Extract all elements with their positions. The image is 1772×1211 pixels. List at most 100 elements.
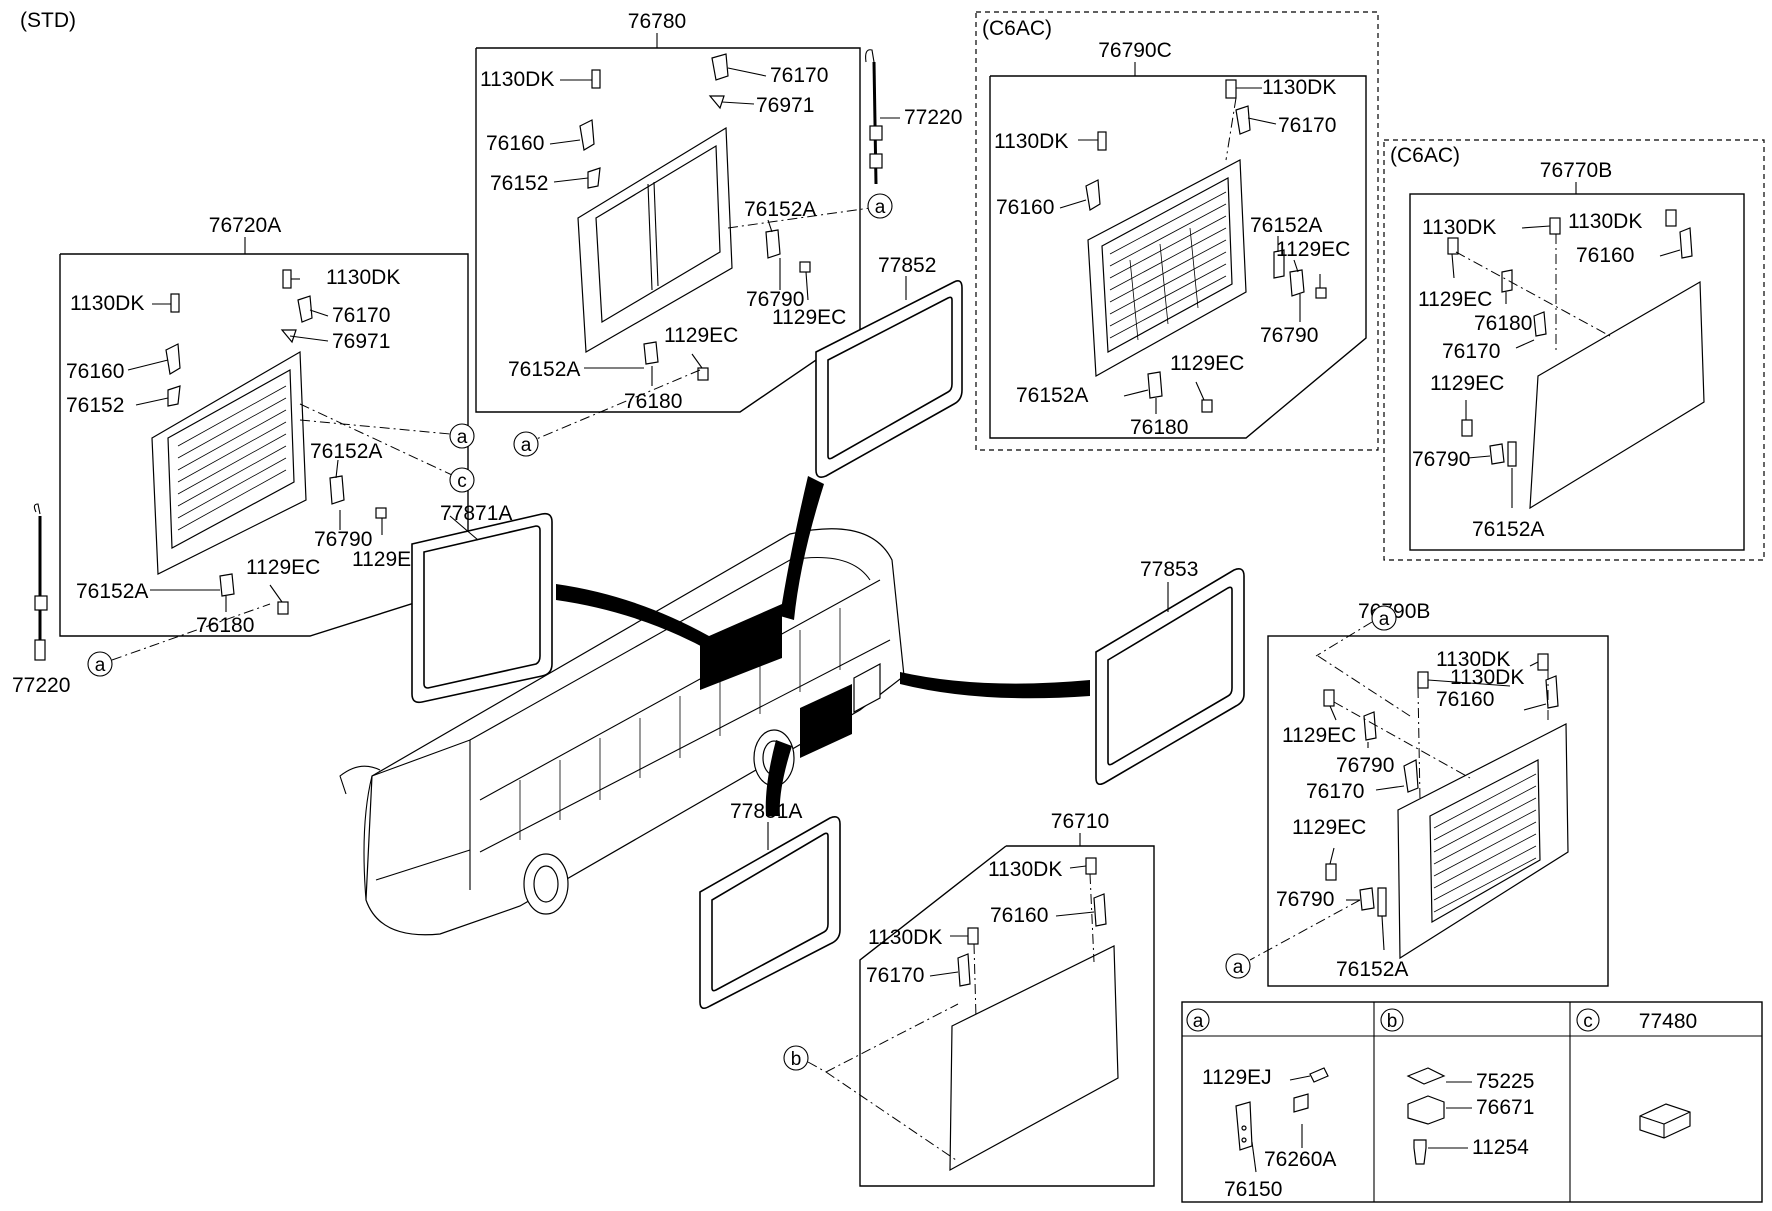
svg-text:a: a	[521, 435, 532, 456]
group-frame-76770B	[1409, 193, 1745, 551]
label-76790B-3: 76160	[1436, 688, 1494, 711]
label-76780-3: 76971	[756, 94, 814, 117]
seal-77853: 77853	[1095, 558, 1245, 786]
label-76710-1: 1130DK	[988, 858, 1062, 881]
label-77871A: 77871A	[440, 502, 512, 525]
bus-illustration	[339, 476, 1090, 936]
panel-76770B	[1529, 280, 1705, 510]
legend-cell-a: a 1129EJ 76260A 76150	[1186, 1008, 1336, 1201]
label-76790C-6: 1129EC	[1276, 238, 1350, 261]
part-77220-left: 77220	[12, 503, 70, 697]
label-76790B-8: 76790	[1276, 888, 1334, 911]
label-76710-4: 76170	[866, 964, 924, 987]
part-77220-top: 77220	[865, 49, 962, 185]
label-76780-4: 76160	[486, 132, 544, 155]
callout-c: c	[449, 467, 475, 493]
label-76790C-9: 76152A	[1016, 384, 1088, 407]
legend-b-label-3: 11254	[1472, 1136, 1529, 1159]
label-76720A-4: 76971	[332, 330, 390, 353]
variant-label-76790C: (C6AC)	[982, 17, 1052, 40]
svg-text:b: b	[791, 1049, 802, 1070]
label-76780-2: 76170	[770, 64, 828, 87]
variant-frame-76770B	[1383, 139, 1765, 561]
label-76770B-3: 76160	[1576, 244, 1634, 267]
group-title-76790C: 76790C	[1098, 39, 1172, 62]
seal-77852: 77852	[815, 254, 963, 478]
callout-a-3: a	[867, 193, 893, 219]
label-76780-7: 76790	[746, 288, 804, 311]
label-76790B-2: 1130DK	[1450, 666, 1524, 689]
variant-label-76770B: (C6AC)	[1390, 144, 1460, 167]
callout-a-4: a	[513, 431, 539, 457]
svg-text:c: c	[457, 471, 467, 492]
label-76770B-2: 1130DK	[1568, 210, 1642, 233]
label-77852: 77852	[878, 254, 936, 277]
label-76770B-8: 76790	[1412, 448, 1470, 471]
label-76790B-6: 76170	[1306, 780, 1364, 803]
label-76720A-3: 76170	[332, 304, 390, 327]
legend-letter-c: c	[1583, 1011, 1593, 1032]
label-76720A-7: 76152A	[310, 440, 382, 463]
window-frame-76790C	[1087, 159, 1247, 377]
legend-a-label-3: 76150	[1224, 1178, 1282, 1201]
label-76790B-7: 1129EC	[1292, 816, 1366, 839]
seal-77851A: 77851A	[699, 800, 841, 1010]
label-76720A-2: 1130DK	[326, 266, 400, 289]
legend-b-label-1: 75225	[1476, 1070, 1534, 1093]
label-77220-top: 77220	[904, 106, 962, 129]
label-76720A-12: 76180	[196, 614, 254, 637]
label-76720A-5: 76160	[66, 360, 124, 383]
window-frame-76720A	[151, 350, 307, 575]
legend-cell-b: b 75225 76671 11254	[1380, 1008, 1534, 1165]
label-76790C-10: 76180	[1130, 416, 1188, 439]
legend-c-label-1: 77480	[1639, 1010, 1697, 1033]
label-76790C-7: 76790	[1260, 324, 1318, 347]
label-76790B-9: 76152A	[1336, 958, 1408, 981]
callout-a-1: a	[449, 423, 475, 449]
legend-letter-a: a	[1193, 1011, 1204, 1032]
group-frame-76780	[475, 47, 861, 413]
label-76720A-8: 76790	[314, 528, 372, 551]
label-76790B-5: 76790	[1336, 754, 1394, 777]
group-76780: 76780 1130DK 76170 76971 7	[475, 10, 871, 441]
label-76770B-9: 76152A	[1472, 518, 1544, 541]
label-76720A-10: 1129EC	[352, 548, 426, 571]
label-76790C-2: 1130DK	[994, 130, 1068, 153]
label-76710-3: 1130DK	[868, 926, 942, 949]
label-76770B-4: 1129EC	[1418, 288, 1492, 311]
label-76720A-11: 76152A	[76, 580, 148, 603]
callout-a-6: a	[1225, 953, 1251, 979]
label-76720A-1: 1130DK	[70, 292, 144, 315]
svg-text:a: a	[1379, 609, 1390, 630]
group-title-76770B: 76770B	[1540, 159, 1612, 182]
label-76780-11: 76180	[624, 390, 682, 413]
group-frame-76790C	[989, 75, 1367, 439]
variant-frame-76790C	[975, 11, 1379, 451]
label-76770B-5: 76180	[1474, 312, 1532, 335]
label-76790C-8: 1129EC	[1170, 352, 1244, 375]
label-76770B-7: 1129EC	[1430, 372, 1504, 395]
label-76780-6: 76152A	[744, 198, 816, 221]
seal-77871A: 77871A	[411, 502, 553, 704]
callout-a-5: a	[1371, 605, 1397, 631]
window-frame-76780	[577, 126, 733, 354]
label-76780-10: 76152A	[508, 358, 580, 381]
group-title-76720A: 76720A	[209, 214, 281, 237]
panel-76790B	[1397, 723, 1569, 960]
svg-text:a: a	[457, 427, 468, 448]
legend-a-label-2: 76260A	[1264, 1148, 1336, 1171]
label-76770B-6: 76170	[1442, 340, 1500, 363]
group-frame-76790B	[1267, 635, 1609, 987]
label-76720A-6: 76152	[66, 394, 124, 417]
legend-a-label-1: 1129EJ	[1202, 1066, 1272, 1089]
label-76780-8: 1129EC	[664, 324, 738, 347]
svg-text:a: a	[875, 197, 886, 218]
label-76770B-1: 1130DK	[1422, 216, 1496, 239]
label-76780-9: 1129EC	[772, 306, 846, 329]
group-76720A: 76720A	[59, 214, 469, 637]
svg-text:a: a	[1233, 957, 1244, 978]
svg-text:a: a	[95, 655, 106, 676]
group-frame-76710	[859, 845, 1155, 1187]
callout-a-2: a	[87, 651, 113, 677]
legend-cell-c: c 77480	[1576, 1008, 1697, 1139]
